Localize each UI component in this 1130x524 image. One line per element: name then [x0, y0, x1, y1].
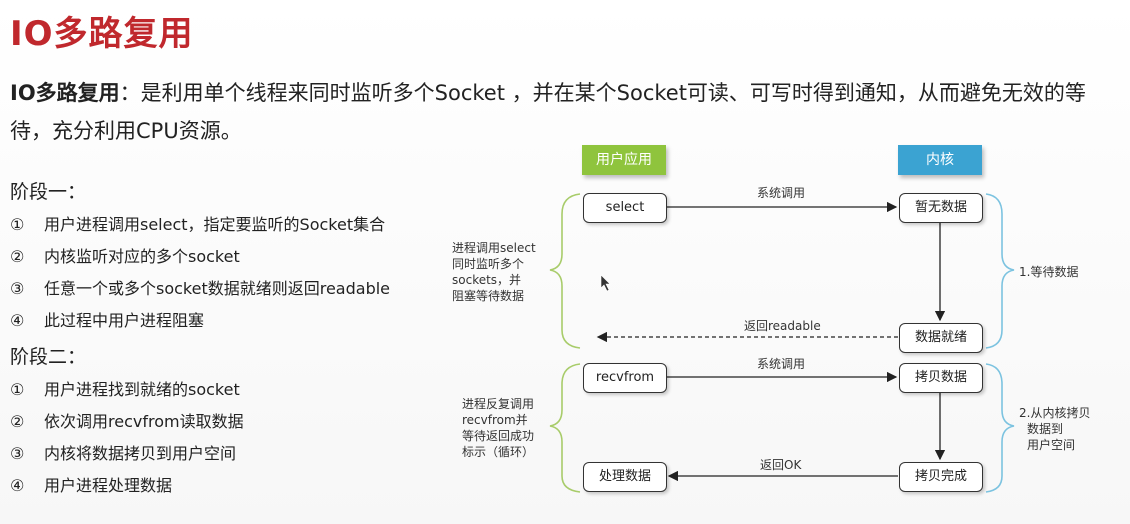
syscall-label-1: 系统调用: [757, 186, 806, 200]
select-box: select: [583, 193, 667, 223]
return-ok-label: 返回OK: [760, 458, 802, 472]
left-brace-2: [549, 363, 581, 493]
data-ready-box: 数据就绪: [899, 323, 983, 353]
syscall-label-2: 系统调用: [757, 357, 806, 371]
phase-1-label: 阶段一：: [10, 181, 87, 203]
left-brace-1: [549, 193, 581, 349]
mouse-cursor-icon: [600, 274, 611, 292]
phase-2-label: 阶段二：: [10, 346, 87, 368]
right-note-copy: 2.从内核拷贝 数据到 用户空间: [1019, 406, 1091, 452]
user-app-header: 用户应用: [582, 145, 666, 175]
process-data-box: 处理数据: [583, 462, 667, 492]
right-note-wait: 1.等待数据: [1019, 265, 1079, 279]
right-brace-2: [985, 363, 1015, 493]
right-brace-1: [985, 193, 1015, 349]
left-note-select: 进程调用select 同时监听多个 sockets，并 阻塞等待数据: [452, 241, 536, 303]
intro-line-2: 待，充分利用CPU资源。: [10, 119, 242, 143]
left-note-recvfrom: 进程反复调用 recvfrom并 等待返回成功 标示（循环）: [462, 397, 535, 459]
intro-paragraph: IO多路复用：是利用单个线程来同时监听多个Socket ，并在某个Socket可…: [10, 74, 1110, 150]
copy-done-box: 拷贝完成: [899, 462, 983, 492]
intro-line-1: IO多路复用：是利用单个线程来同时监听多个Socket ，并在某个Socket可…: [10, 74, 1110, 112]
no-data-box: 暂无数据: [899, 193, 983, 223]
return-readable-label: 返回readable: [744, 319, 821, 333]
kernel-header: 内核: [898, 145, 982, 175]
intro-line-1-text: ：是利用单个线程来同时监听多个Socket ，并在某个Socket可读、可写时得…: [119, 81, 1086, 105]
page-title: IO多路复用: [10, 14, 194, 54]
recvfrom-box: recvfrom: [583, 363, 667, 393]
intro-term: IO多路复用: [10, 81, 120, 105]
copy-data-box: 拷贝数据: [899, 363, 983, 393]
